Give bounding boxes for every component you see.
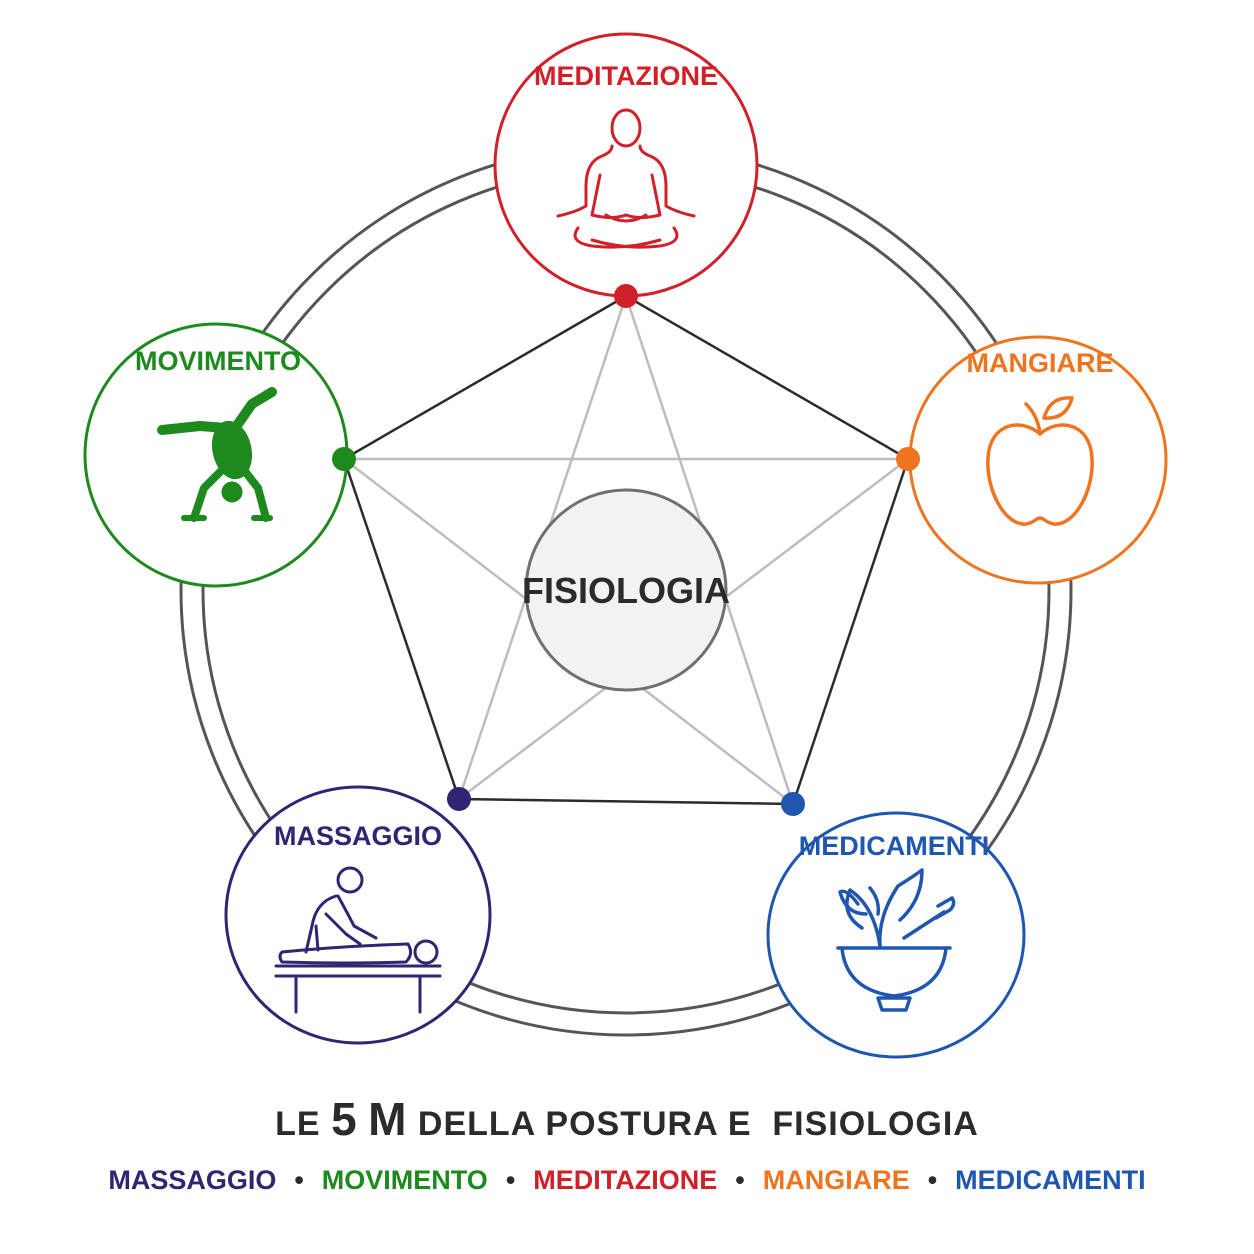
legend-item-meditazione: MEDITAZIONE (533, 1165, 718, 1195)
legend-item-medicamenti: MEDICAMENTI (955, 1165, 1146, 1195)
apple-icon (986, 396, 1094, 526)
page-title: LE 5 M DELLA POSTURA E FISIOLOGIA (0, 1092, 1254, 1146)
legend: MASSAGGIO • MOVIMENTO • MEDITAZIONE • MANGIARE… (0, 1165, 1254, 1196)
dot-massaggio (447, 787, 471, 811)
legend-separator: • (505, 1165, 516, 1195)
node-label-mangiare: MANGIARE (967, 348, 1114, 378)
center-label: FISIOLOGIA (522, 570, 730, 611)
node-massaggio: MASSAGGIO (224, 785, 492, 1045)
handstand-icon (157, 387, 277, 522)
title-letter: M (368, 1093, 408, 1145)
node-movimento: MOVIMENTO (83, 322, 349, 588)
dot-movimento (332, 447, 356, 471)
massage-icon (274, 866, 442, 1014)
node-mangiare: MANGIARE (908, 335, 1168, 585)
meditation-icon (556, 108, 696, 249)
legend-item-massaggio: MASSAGGIO (108, 1165, 277, 1195)
title-prefix: LE (275, 1105, 321, 1143)
node-label-meditazione: MEDITAZIONE (534, 61, 718, 91)
node-label-massaggio: MASSAGGIO (274, 821, 442, 851)
dot-medicamenti (781, 792, 805, 816)
title-suffix: DELLA POSTURA E FISIOLOGIA (417, 1105, 979, 1143)
center-circle (524, 488, 728, 692)
dot-mangiare (896, 447, 920, 471)
node-label-medicamenti: MEDICAMENTI (799, 831, 990, 861)
title-number: 5 (331, 1093, 358, 1145)
legend-item-mangiare: MANGIARE (762, 1165, 910, 1195)
legend-separator: • (294, 1165, 304, 1195)
node-medicamenti: MEDICAMENTI (766, 811, 1026, 1059)
node-meditazione: MEDITAZIONE (493, 32, 759, 298)
dot-meditazione (614, 284, 638, 308)
legend-item-movimento: MOVIMENTO (321, 1165, 488, 1195)
pentagon (342, 294, 910, 806)
legend-separator: • (927, 1165, 938, 1195)
mortar-herbs-icon (836, 868, 956, 1012)
legend-separator: • (735, 1165, 745, 1195)
node-label-movimento: MOVIMENTO (135, 346, 301, 376)
